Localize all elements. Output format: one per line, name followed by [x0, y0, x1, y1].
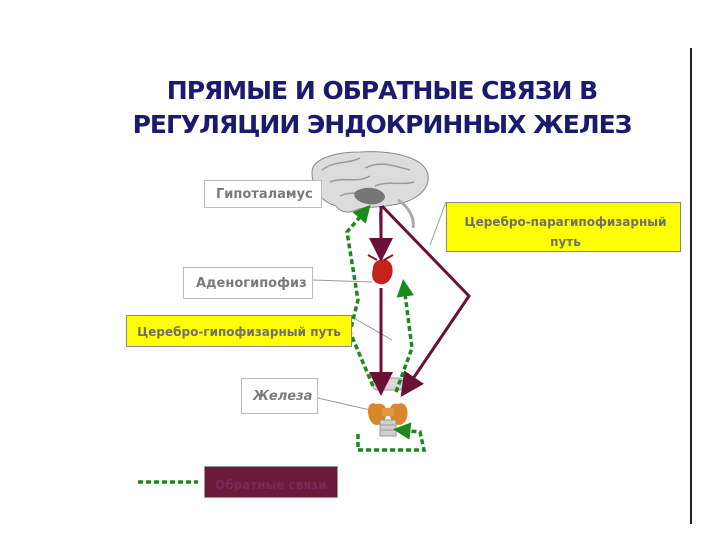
label-cerebro-parahypophyseal-path: Церебро-парагипофизарный путь — [446, 202, 681, 252]
feedback-paths — [345, 204, 427, 452]
brain-illustration — [311, 151, 429, 229]
feedback-gland-to-pituitary — [394, 279, 415, 393]
label-hypothalamus: Гипоталамус — [204, 180, 322, 208]
title-line-2: РЕГУЛЯЦИИ ЭНДОКРИННЫХ ЖЕЛЕЗ — [132, 110, 633, 139]
parahypophyseal-path-arrow — [380, 204, 471, 397]
direct-paths — [369, 204, 471, 397]
feedback-loop-gland — [356, 422, 427, 452]
label-adenohypophysis: Аденогипофиз — [183, 267, 313, 299]
diagram-title: ПРЯМЫЕ И ОБРАТНЫЕ СВЯЗИ В РЕГУЛЯЦИИ ЭНДО… — [0, 74, 720, 142]
thyroid-illustration — [368, 377, 408, 437]
label-connector-lines — [312, 187, 447, 411]
feedback-gland-to-hypothalamus — [345, 204, 375, 387]
label-cerebro-hypophyseal-path: Церебро-гипофизарный путь — [126, 315, 352, 347]
title-line-1: ПРЯМЫЕ И ОБРАТНЫЕ СВЯЗИ В — [166, 76, 598, 105]
slide-border-line — [690, 48, 692, 524]
label-gland: Железа — [241, 378, 318, 414]
legend-feedback-label: Обратные связи — [204, 466, 338, 498]
